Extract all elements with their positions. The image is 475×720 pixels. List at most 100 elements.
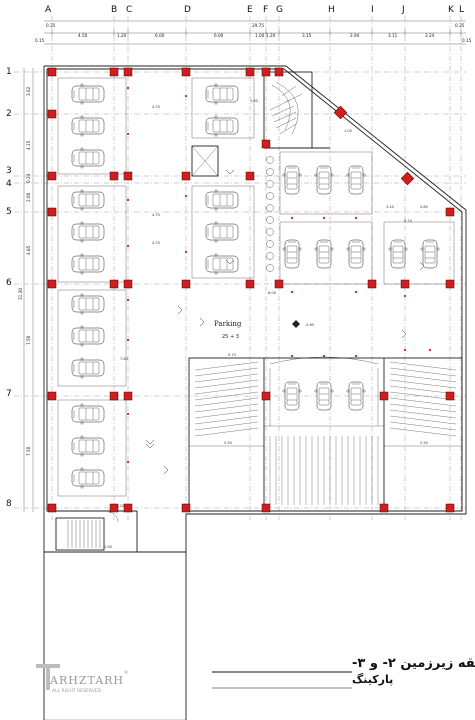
car-symbol: [71, 293, 105, 315]
car-symbol: [346, 381, 366, 411]
axis-label: 7: [6, 389, 12, 399]
dim-text: 7.50: [26, 335, 31, 345]
dim-text: 3.11: [388, 33, 398, 38]
car-symbol: [314, 165, 334, 195]
top-dimensions: 0.35 29.75 0.35 4.50 1.20 6.00 6.00 1.00…: [35, 20, 472, 45]
car-symbol: [388, 239, 408, 269]
dim-text: 29.75: [252, 23, 264, 28]
dim-text: 1.00: [255, 33, 265, 38]
car-symbol: [71, 357, 105, 379]
car-symbol: [71, 435, 105, 457]
dim-text: 3.24: [425, 33, 435, 38]
car-symbol: [71, 115, 105, 137]
car-symbol: [205, 253, 239, 275]
car-symbol: [71, 189, 105, 211]
direction-arrows: [145, 169, 425, 475]
dim-text: 1.90: [104, 545, 112, 549]
dim-text: 0.24: [26, 173, 31, 183]
car-symbol: [71, 253, 105, 275]
car-symbol: [71, 325, 105, 347]
logo-subtitle: ALL RIGHT RESERVED: [52, 688, 101, 694]
dim-text: 0.35: [455, 23, 465, 28]
axis-label: 4: [6, 179, 12, 189]
axis-label: 5: [6, 207, 12, 217]
dim-text: 7.50: [26, 446, 31, 456]
parking-label: Parking: [214, 320, 242, 328]
dim-text: 6.00: [214, 33, 224, 38]
dim-text: 5.50: [224, 441, 232, 445]
dim-text: 1.00: [344, 129, 352, 133]
dim-text: 2.60: [26, 192, 31, 202]
sprinkler-markers: [126, 86, 432, 464]
car-symbol: [71, 83, 105, 105]
left-dimensions: 3.02 4.15 0.24 2.60 4.85 7.50 7.50 31.30: [18, 68, 34, 512]
axis-label: E: [247, 5, 253, 15]
car-symbol: [420, 239, 440, 269]
dim-text: 1.60: [250, 99, 258, 103]
stair-bottom: [55, 511, 119, 551]
dim-text: 4.70: [152, 241, 160, 245]
dim-text: 3.15: [302, 33, 312, 38]
dim-text: 31.30: [18, 288, 23, 300]
axis-label: C: [126, 5, 132, 15]
dim-text: 7.80: [120, 357, 128, 361]
parking-count: 25 + 3: [222, 334, 239, 340]
structural-columns: [47, 67, 455, 513]
dim-text: 1.20: [266, 33, 276, 38]
dim-text: 6.00: [155, 33, 165, 38]
car-symbol: [314, 381, 334, 411]
car-symbol: [71, 147, 105, 169]
light-fixtures: [266, 156, 274, 272]
dim-text: 4.85: [26, 245, 31, 255]
dim-text: 5.50: [420, 441, 428, 445]
car-symbol: [71, 221, 105, 243]
dim-text: 0.35: [46, 23, 56, 28]
car-symbol: [71, 403, 105, 425]
axis-label: 6: [6, 278, 12, 288]
dim-text: 0.80: [420, 205, 428, 209]
plan-subtitle: پارکینگ: [352, 672, 393, 686]
axis-label: I: [371, 5, 374, 15]
stair-core: [191, 71, 330, 177]
car-symbol: [71, 467, 105, 489]
brand-logo: ARHZTARH ALL RIGHT RESERVED ®: [36, 664, 129, 694]
dim-text: 1.20: [117, 33, 127, 38]
logo-text: ARHZTARH: [49, 674, 124, 687]
axis-label: J: [401, 5, 405, 15]
logo-registered-mark: ®: [124, 669, 129, 676]
parking-row-middle: [191, 77, 255, 279]
axis-label: K: [448, 5, 455, 15]
axis-label: B: [111, 5, 117, 15]
car-symbol: [346, 165, 366, 195]
axis-label: F: [263, 5, 268, 15]
dim-text: 4.70: [152, 105, 160, 109]
axis-label: G: [276, 5, 283, 15]
ramp-hatching: [194, 361, 457, 505]
car-symbol: [282, 381, 302, 411]
axis-label: L: [459, 5, 464, 15]
dim-text: 0.15: [35, 38, 45, 43]
elevation-label: -5.60: [305, 323, 314, 327]
plan-title: پلان طبقه زیرزمین ۲- و ۳-: [352, 656, 475, 671]
car-symbol: [314, 239, 334, 269]
dim-text: 0.74: [404, 219, 413, 223]
outer-walls: [43, 65, 467, 720]
dim-text: 3.02: [26, 86, 31, 96]
grid-axis-numbers: 1 2 3 4 5 6 7 8: [6, 67, 12, 509]
car-symbol: [205, 115, 239, 137]
interior-dimensions: 4.70 4.70 4.70 5.70 5.50 5.50 1.00 1.60 …: [104, 99, 428, 549]
car-symbol: [346, 239, 366, 269]
axis-label: 1: [6, 67, 12, 77]
parking-labels: Parking 25 + 3 -5.60: [214, 320, 314, 340]
parking-row-right-upper: [279, 151, 455, 285]
dim-text: 2.94: [350, 33, 360, 38]
axis-label: D: [184, 5, 191, 15]
axis-label: 8: [6, 499, 12, 509]
dim-text: 1.20: [116, 504, 124, 508]
dim-text: 4.70: [152, 213, 160, 217]
axis-label: H: [328, 5, 335, 15]
axis-label: 3: [6, 166, 12, 176]
title-block: پلان طبقه زیرزمین ۲- و ۳- پارکینگ: [212, 656, 475, 689]
